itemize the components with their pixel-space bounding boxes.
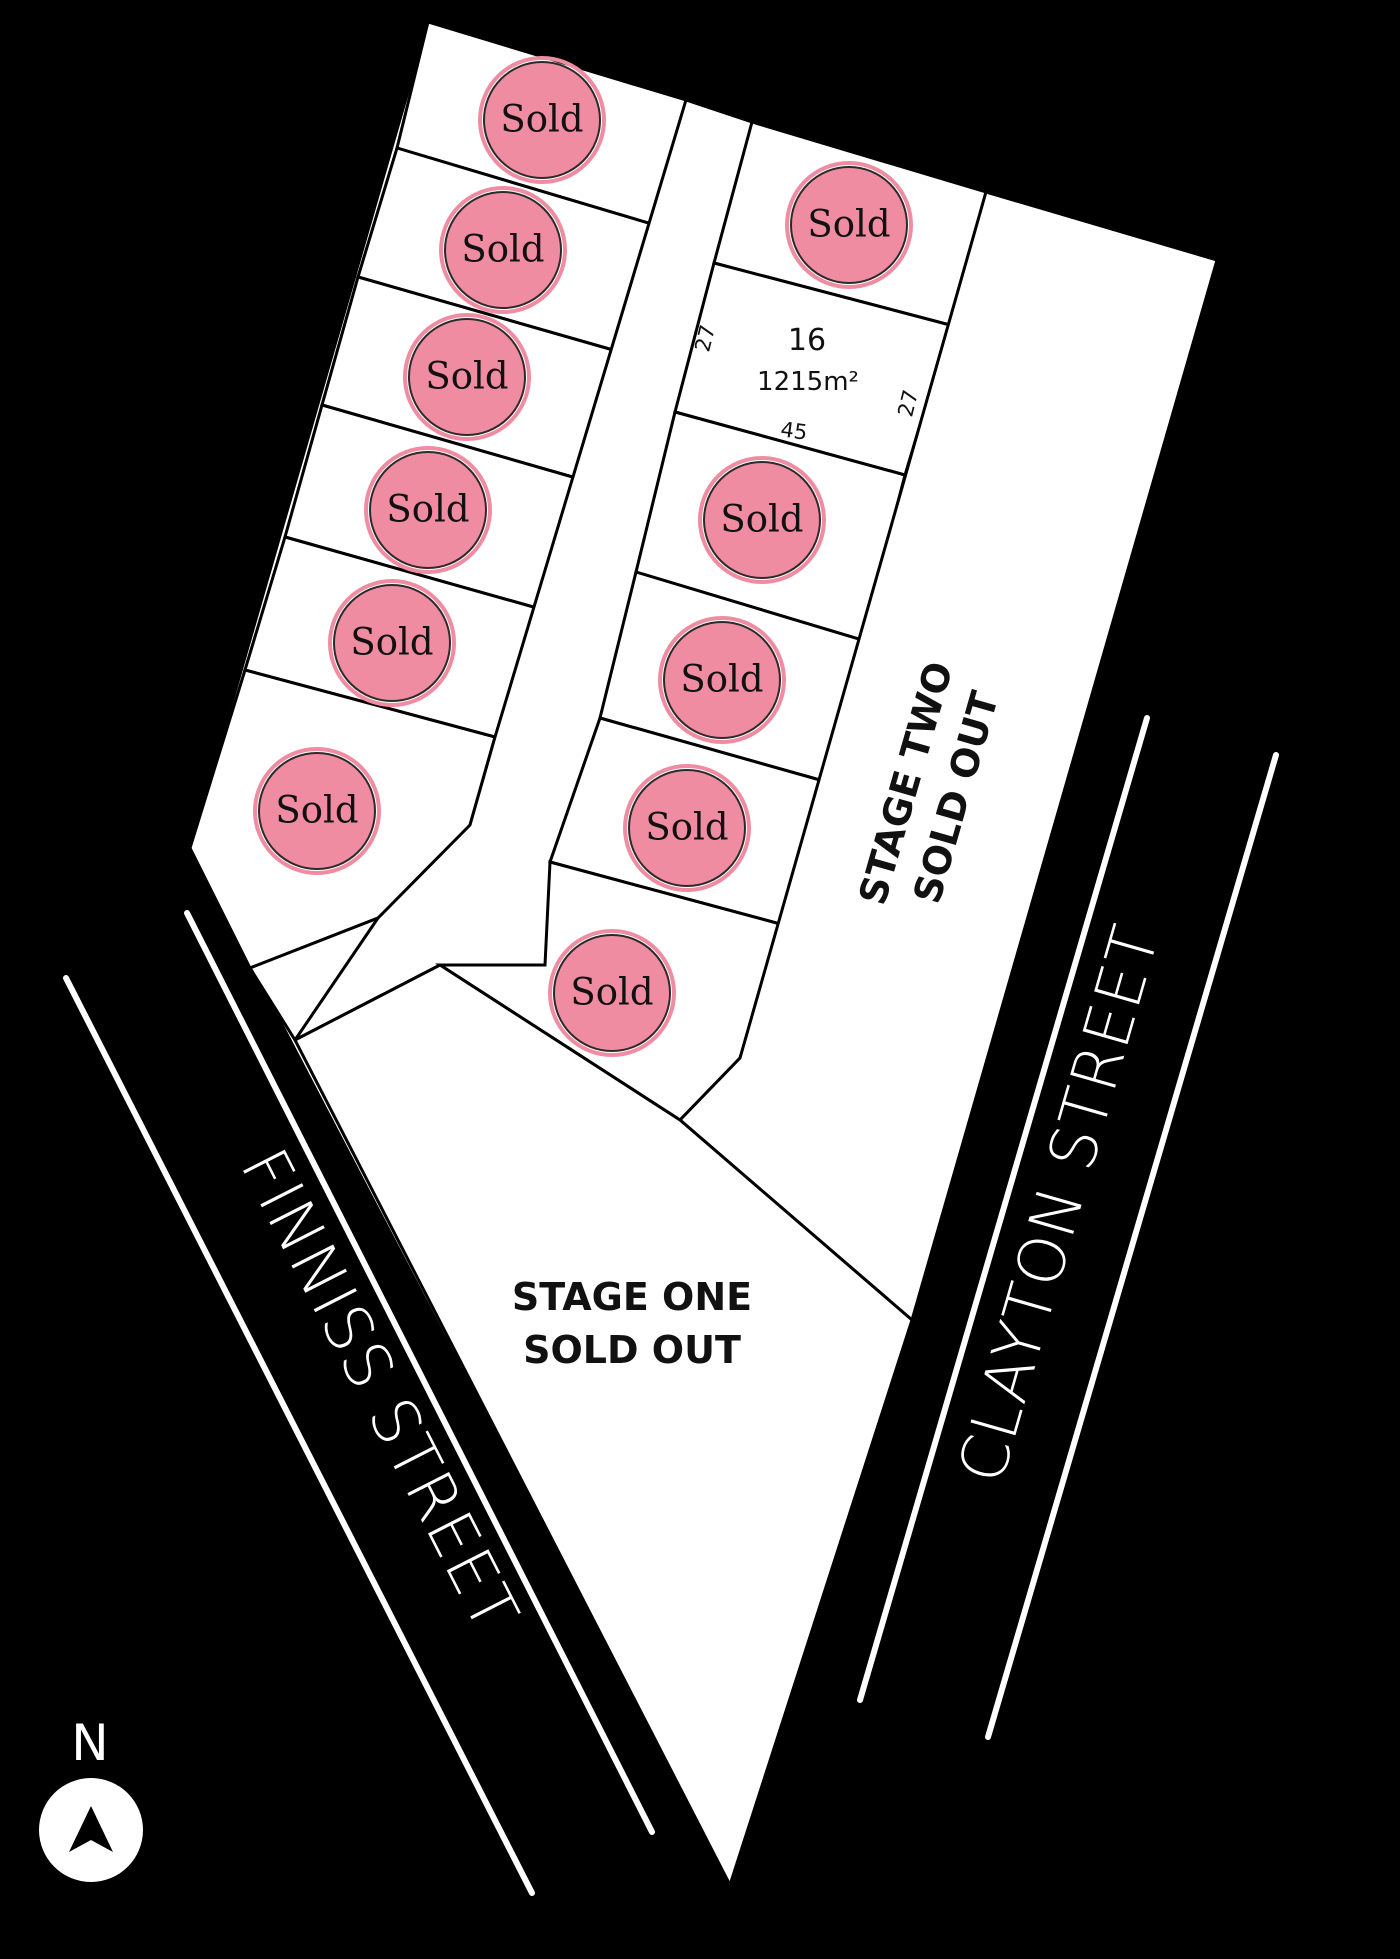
sold-badge: Sold [403,313,531,441]
clayton-street-east-line [985,752,1279,1740]
sold-badge: Sold [785,161,913,289]
clayton-street-road [857,715,1279,1740]
sold-label: Sold [570,971,653,1014]
finniss-street-road [63,910,655,1896]
sold-label: Sold [645,806,728,849]
compass: N [39,1714,143,1882]
sold-label: Sold [807,203,890,246]
sold-badge: Sold [698,456,826,584]
sold-badge: Sold [439,186,567,314]
north-letter: N [71,1714,108,1772]
sold-label: Sold [350,621,433,664]
sold-label: Sold [680,658,763,701]
finniss-street-east-line [184,910,655,1835]
lot-16-south-dimension: 45 [779,417,809,444]
stage-one-label: STAGE ONE SOLD OUT [512,1275,752,1372]
clayton-street-west-line [857,715,1150,1703]
sold-badge: Sold [658,616,786,744]
lot-16-area: 1215m² [757,367,859,397]
stage-one-line2: SOLD OUT [523,1328,741,1372]
sold-badge: Sold [328,579,456,707]
lot-16-number: 16 [788,323,826,358]
sold-label: Sold [386,488,469,531]
sold-badge: Sold [623,764,751,892]
finniss-street-west-line [63,975,535,1896]
sold-label: Sold [425,355,508,398]
sold-label: Sold [461,228,544,271]
sold-badge: Sold [478,56,606,184]
sold-label: Sold [275,789,358,832]
sold-badge: Sold [253,747,381,875]
north-arrow-pointer [69,1806,113,1852]
sold-badge: Sold [548,929,676,1057]
stage-one-line1: STAGE ONE [512,1275,752,1319]
sold-badge: Sold [364,446,492,574]
sold-badges: Sold Sold Sold Sold Sold Sold Sold Sold … [253,56,913,1057]
lot-16-label: 16 1215m² 27 27 45 [690,322,923,444]
sold-label: Sold [500,98,583,141]
stage-one-area[interactable] [292,963,914,1889]
sold-label: Sold [720,498,803,541]
